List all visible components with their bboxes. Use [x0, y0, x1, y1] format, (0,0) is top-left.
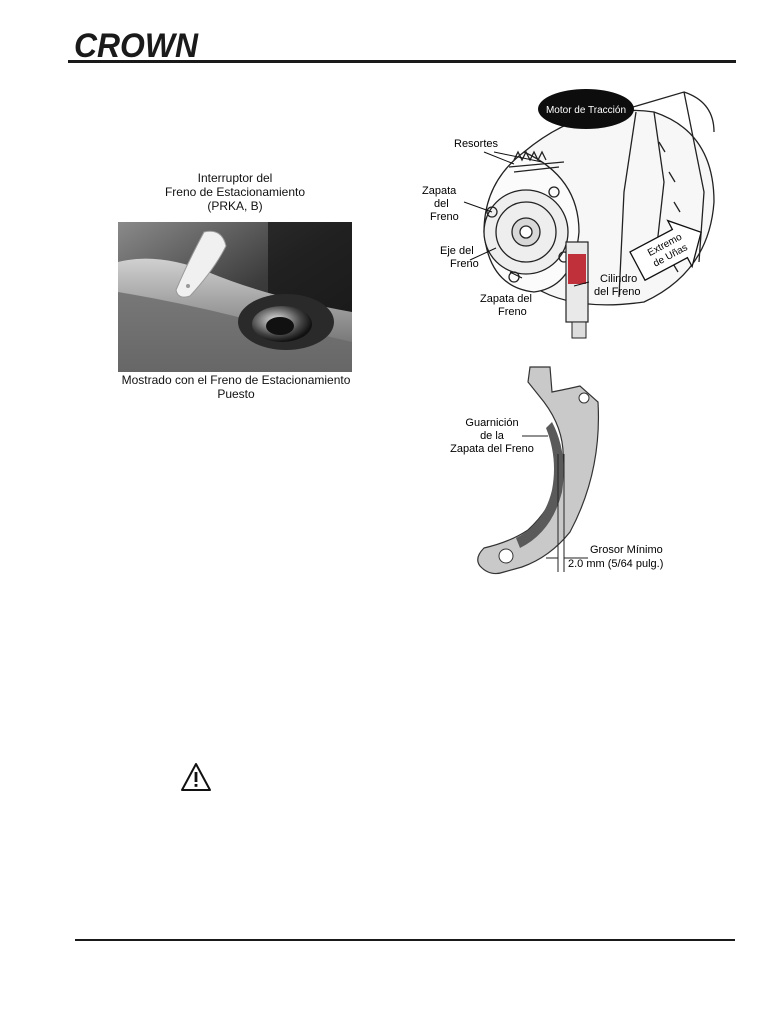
switch-title-line-3: (PRKA, B) [207, 199, 263, 213]
cylinder-label-1: Cilindro [600, 273, 637, 285]
shoe-top-label-1: Zapata [422, 185, 457, 197]
logo-text: CROWN [74, 27, 199, 62]
parking-brake-switch-photo [118, 222, 352, 372]
header-rule [68, 60, 736, 63]
switch-figure-title: Interruptor del Freno de Estacionamiento… [150, 171, 320, 213]
switch-title-line-1: Interruptor del [197, 171, 273, 185]
shoe-top-label-3: Freno [430, 211, 459, 223]
switch-caption-line-2: Puesto [217, 387, 255, 401]
axle-label-2: Freno [450, 258, 479, 270]
footer-rule [75, 939, 735, 941]
brake-shoe-drawing: Guarnición de la Zapata del Freno Grosor… [450, 366, 663, 575]
switch-caption-line-1: Mostrado con el Freno de Estacionamiento [121, 373, 351, 387]
lining-label-2: de la [480, 430, 505, 442]
switch-figure-caption: Mostrado con el Freno de Estacionamiento… [110, 373, 362, 401]
traction-motor-brake-drawing: Motor de Tracción Resortes Zapata del Fr… [422, 89, 715, 339]
axle-label-1: Eje del [440, 245, 474, 257]
springs-label: Resortes [454, 138, 499, 150]
shoe-bottom-label-2: Freno [498, 306, 527, 318]
thickness-label-1: Grosor Mínimo [590, 544, 663, 556]
switch-title-line-2: Freno de Estacionamiento [164, 185, 306, 199]
lining-label-3: Zapata del Freno [450, 443, 534, 455]
lining-label-1: Guarnición [465, 417, 518, 429]
warning-triangle-icon [181, 763, 211, 791]
crown-logo: CROWN [74, 27, 199, 62]
shoe-bottom-label-1: Zapata del [480, 293, 532, 305]
motor-label: Motor de Tracción [546, 105, 626, 116]
cylinder-label-2: del Freno [594, 286, 640, 298]
thickness-label-2: 2.0 mm (5/64 pulg.) [568, 558, 663, 570]
shoe-top-label-2: del [434, 198, 449, 210]
